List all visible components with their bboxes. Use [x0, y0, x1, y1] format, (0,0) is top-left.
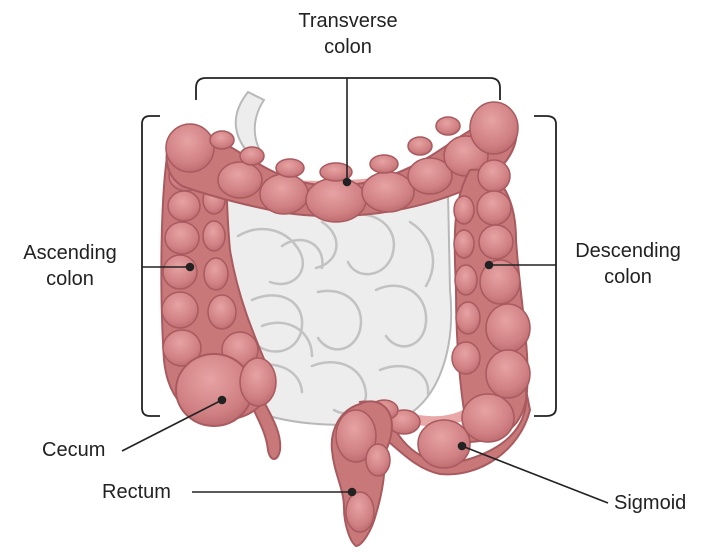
descending-leader-dot: [486, 262, 493, 269]
ascending-haustra-3: [165, 222, 199, 254]
descending-inner-haustra-2: [454, 230, 474, 258]
rectum-label: Rectum: [102, 479, 171, 505]
transverse-upper-haustra-5: [370, 155, 398, 173]
transverse-upper-haustra-7: [436, 117, 460, 135]
small-intestine-upper-loop: [236, 92, 264, 154]
transverse-colon-label-line1: Transverse: [274, 8, 422, 34]
transverse-haustra-4: [362, 172, 414, 212]
rectum: [332, 401, 392, 546]
rectum-leader-dot: [349, 489, 356, 496]
ascending-leader-dot: [187, 264, 194, 271]
rectum-fold-3: [346, 492, 374, 532]
sigmoid-leader-dot: [459, 443, 466, 450]
ascending-inner-haustra-3: [204, 258, 228, 290]
ascending-colon-label-line2: colon: [6, 266, 134, 292]
ascending-colon-label-line1: Ascending: [6, 240, 134, 266]
transverse-bracket: [196, 78, 500, 100]
ascending-colon-label: Ascending colon: [6, 240, 134, 292]
descending-inner-haustra-5: [452, 342, 480, 374]
descending-haustra-1: [478, 160, 510, 192]
transverse-haustra-3: [306, 178, 366, 222]
ascending-inner-haustra-4: [208, 295, 236, 329]
transverse-upper-haustra-2: [240, 147, 264, 165]
sigmoid-leader-line: [462, 446, 608, 503]
ascending-haustra-5: [162, 292, 198, 328]
sigmoid-haustra-1: [462, 394, 514, 442]
descending-inner-haustra-3: [455, 265, 477, 295]
transverse-upper-haustra-3: [276, 159, 304, 177]
descending-colon-label-line1: Descending: [558, 238, 698, 264]
cecum-leader-dot: [219, 397, 226, 404]
transverse-upper-haustra-6: [408, 137, 432, 155]
descending-bracket: [534, 116, 556, 416]
descending-inner-haustra-4: [456, 302, 480, 334]
ascending-inner-haustra-2: [203, 221, 225, 251]
transverse-haustra-1: [218, 162, 262, 198]
cecum-side: [240, 358, 276, 406]
ascending-haustra-4: [163, 255, 197, 289]
cecum-label: Cecum: [42, 437, 105, 463]
transverse-upper-haustra-1: [210, 131, 234, 149]
transverse-haustra-2: [260, 174, 308, 214]
ascending-haustra-2: [168, 191, 200, 221]
descending-haustra-6: [486, 350, 530, 398]
descending-inner-haustra-1: [454, 196, 474, 224]
descending-colon-label: Descending colon: [558, 238, 698, 290]
descending-haustra-3: [479, 225, 513, 259]
transverse-haustra-left-corner: [166, 124, 214, 172]
transverse-haustra-right-corner: [470, 102, 518, 154]
transverse-leader-dot: [344, 179, 351, 186]
descending-colon-label-line2: colon: [558, 264, 698, 290]
descending-haustra-5: [486, 304, 530, 352]
transverse-colon-label-line2: colon: [274, 34, 422, 60]
descending-haustra-2: [477, 191, 511, 225]
ascending-bracket: [142, 116, 160, 416]
rectum-fold-2: [366, 444, 390, 476]
sigmoid-label: Sigmoid: [614, 490, 686, 516]
transverse-colon-label: Transverse colon: [274, 8, 422, 60]
